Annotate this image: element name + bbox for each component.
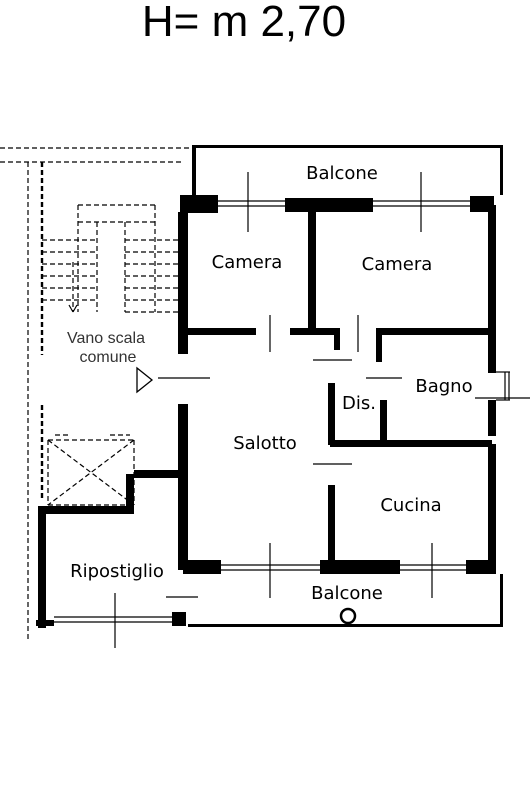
room-label-balcone-bottom: Balcone bbox=[311, 583, 383, 604]
column-circle-icon bbox=[339, 607, 357, 625]
room-label-balcone-top: Balcone bbox=[306, 163, 378, 184]
ceiling-height-label: H= m 2,70 bbox=[142, 0, 346, 46]
room-label-vano-scala: Vano scala bbox=[67, 330, 145, 347]
room-label-comune: comune bbox=[80, 349, 137, 366]
walls bbox=[36, 145, 530, 628]
room-label-disimpegno: Dis. bbox=[342, 393, 376, 414]
door-and-axis-lines bbox=[114, 172, 433, 648]
room-label-salotto: Salotto bbox=[233, 433, 297, 454]
room-label-camera-left: Camera bbox=[212, 252, 283, 273]
room-label-bagno: Bagno bbox=[415, 376, 472, 397]
room-label-ripostiglio: Ripostiglio bbox=[70, 561, 164, 582]
entrance-arrow-icon bbox=[136, 366, 154, 394]
room-label-camera-right: Camera bbox=[362, 254, 433, 275]
room-label-cucina: Cucina bbox=[380, 495, 441, 516]
